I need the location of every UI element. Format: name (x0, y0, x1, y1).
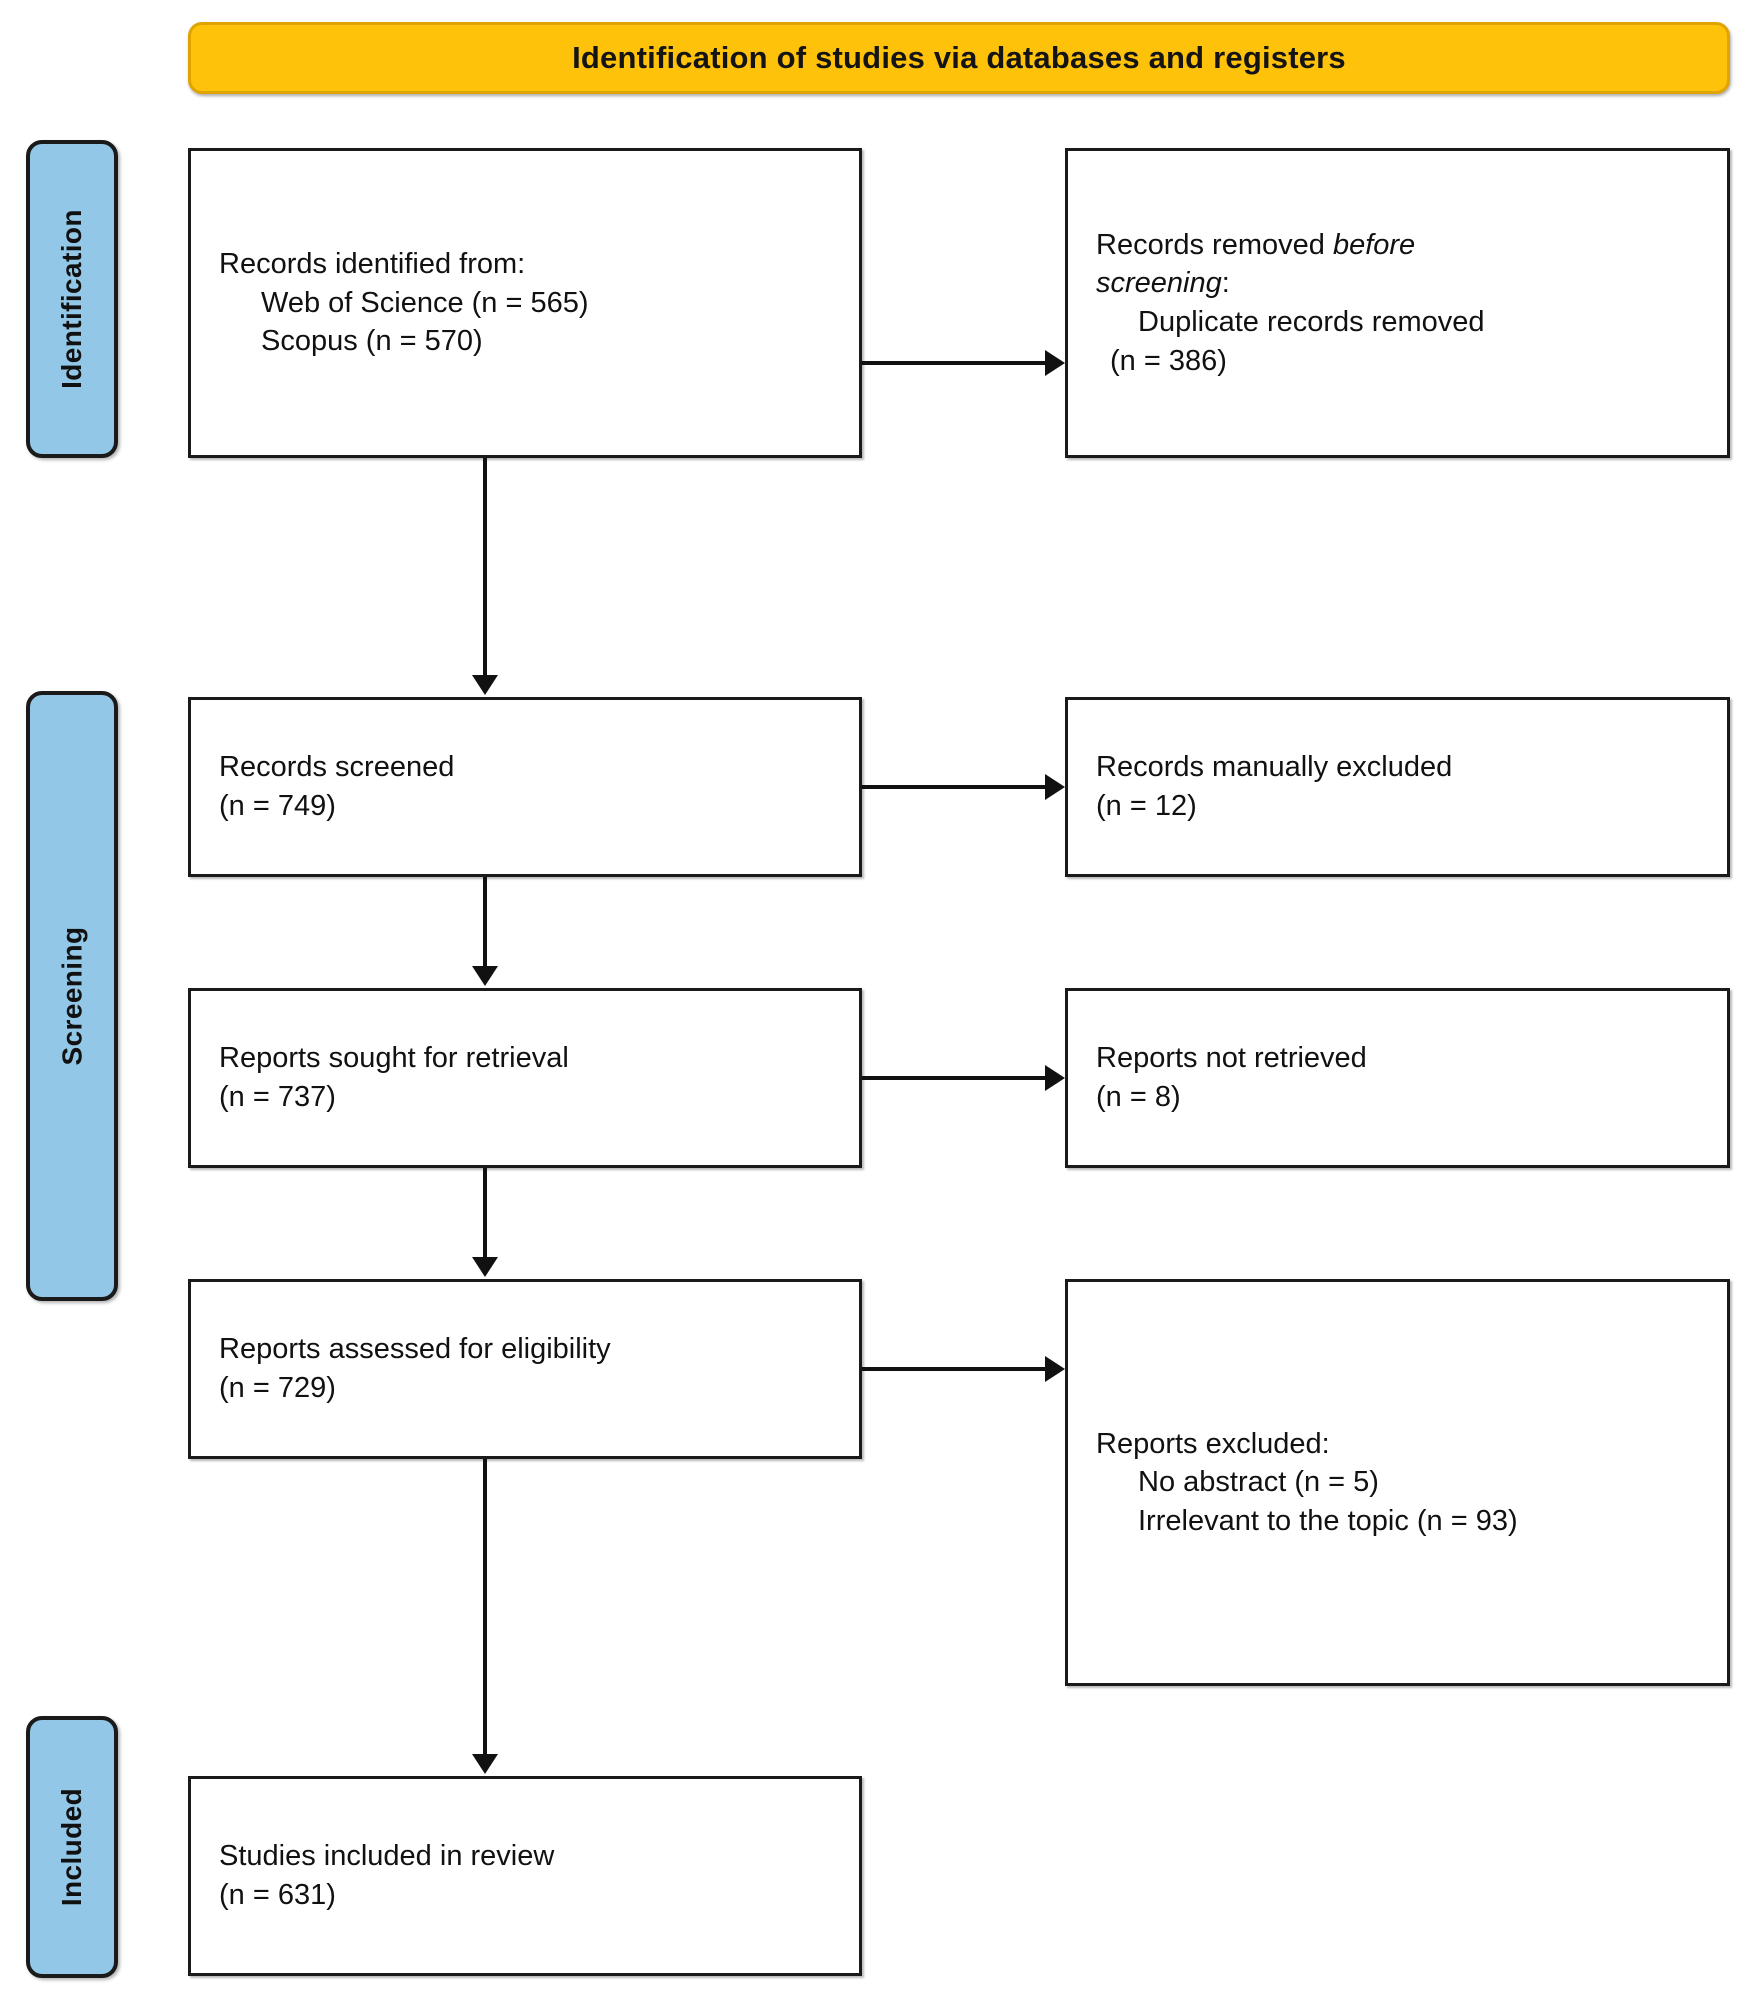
diagram-header-banner: Identification of studies via databases … (188, 22, 1730, 94)
box-line-text: : (1221, 267, 1230, 300)
box-line: Reports assessed for eligibility (219, 1333, 611, 1366)
box-line: (n = 631) (219, 1879, 336, 1911)
box-line: Irrelevant to the topic (n = 93) (1138, 1504, 1518, 1537)
box-studies-included-in-review: Studies included in review (n = 631) (188, 1776, 862, 1976)
arrow-right-identified-to-removed (862, 361, 1047, 365)
box-records-screened: Records screened (n = 749) (188, 697, 862, 877)
box-line: Records removed before (1096, 226, 1699, 265)
box-line: Records screened (219, 751, 455, 784)
box-line: (n = 8) (1096, 1081, 1181, 1113)
box-reports-assessed-for-eligibility: Reports assessed for eligibility (n = 72… (188, 1279, 862, 1459)
box-line: Duplicate records removed (1138, 306, 1485, 338)
box-line: (n = 12) (1096, 790, 1197, 822)
arrow-right-eligibility-to-excluded (862, 1367, 1047, 1371)
box-line-text: Records removed (1096, 228, 1333, 261)
box-reports-excluded: Reports excluded: No abstract (n = 5) Ir… (1065, 1279, 1730, 1686)
box-line: (n = 737) (219, 1081, 336, 1113)
box-records-identified: Records identified from: Web of Science … (188, 148, 862, 458)
box-reports-sought-for-retrieval: Reports sought for retrieval (n = 737) (188, 988, 862, 1168)
page-title: Identification of studies via databases … (572, 39, 1346, 75)
arrow-down-screened-to-sought (483, 877, 487, 968)
box-line: Records manually excluded (1096, 751, 1453, 784)
arrow-right-sought-to-not-retrieved (862, 1076, 1047, 1080)
box-line: No abstract (n = 5) (1138, 1466, 1379, 1499)
box-line: Reports excluded: (1096, 1427, 1330, 1460)
arrow-down-identified-to-screened (483, 458, 487, 677)
stage-band-included: Included (26, 1716, 118, 1978)
box-records-removed-before-screening: Records removed before screening: Duplic… (1065, 148, 1730, 458)
box-line: Web of Science (n = 565) (261, 286, 589, 319)
box-line: screening: (1096, 264, 1699, 303)
arrow-right-screened-to-manually-excluded (862, 785, 1047, 789)
box-line: (n = 386) (1110, 344, 1227, 377)
box-line: Studies included in review (219, 1840, 555, 1873)
box-line: Records identified from: (219, 248, 526, 281)
box-line-emphasis: before (1332, 228, 1416, 261)
stage-band-identification: Identification (26, 140, 118, 458)
box-records-manually-excluded: Records manually excluded (n = 12) (1065, 697, 1730, 877)
box-line: (n = 749) (219, 790, 336, 822)
box-line-emphasis: screening (1096, 267, 1222, 300)
arrow-down-eligibility-to-included (483, 1459, 487, 1756)
box-line: Reports not retrieved (1096, 1042, 1367, 1075)
box-line: Reports sought for retrieval (219, 1042, 569, 1075)
stage-label-screening: Screening (56, 926, 88, 1066)
arrow-down-sought-to-eligibility (483, 1168, 487, 1259)
box-reports-not-retrieved: Reports not retrieved (n = 8) (1065, 988, 1730, 1168)
box-line: (n = 729) (219, 1372, 336, 1404)
stage-label-identification: Identification (56, 209, 88, 389)
stage-band-screening: Screening (26, 691, 118, 1301)
box-line: Scopus (n = 570) (261, 325, 483, 358)
stage-label-included: Included (56, 1787, 88, 1907)
